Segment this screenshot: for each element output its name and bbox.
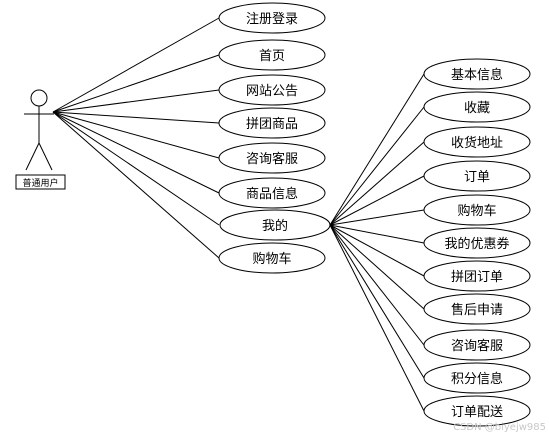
association-line [329,209,425,226]
association-line [329,224,425,277]
left-use-case: 咨询客服 [218,142,326,174]
left-use-case: 购物车 [218,242,326,274]
association-line [52,111,220,159]
association-line [329,141,425,226]
actor-figure [15,89,66,190]
use-case-label: 拼团订单 [451,270,503,285]
association-line [52,54,220,113]
use-case-label: 首页 [259,49,285,64]
use-case-label: 购物车 [252,251,291,267]
left-use-case: 注册登录 [218,2,326,34]
use-case-label: 咨询客服 [451,338,503,354]
mine-use-case: 售后申请 [423,293,531,325]
association-line [52,17,220,113]
association-line [329,106,425,226]
mine-use-case: 我的优惠券 [423,227,531,259]
actor-left-leg [25,142,40,171]
association-line [52,89,220,113]
use-case-label: 商品信息 [246,186,298,202]
association-line [52,111,220,124]
mine-use-case: 收藏 [423,91,531,123]
use-case-label: 售后申请 [451,302,503,318]
actor-label: 普通用户 [22,177,58,189]
watermark: CSDN @biyejw985 [453,422,546,433]
association-line [329,175,425,226]
association-line [329,224,425,379]
left-use-case: 网站公告 [218,74,326,106]
left-use-case: 首页 [218,39,326,71]
use-case-label: 购物车 [457,203,496,219]
mine-use-case: 购物车 [423,194,531,226]
use-case-label: 我的 [262,218,288,234]
use-case-label: 积分信息 [451,371,503,387]
use-case-label: 基本信息 [451,67,503,83]
mine-use-case: 收货地址 [423,126,531,158]
left-use-case: 我的 [219,209,331,241]
actor-associations [52,17,220,259]
use-case-label: 收藏 [464,101,490,116]
left-use-case: 商品信息 [218,177,326,209]
association-line [329,224,425,244]
use-case-label: 订单配送 [451,405,503,420]
actor-head [30,89,48,107]
mine-use-case: 订单配送 [423,395,531,427]
association-line [329,224,425,310]
use-case-label: 咨询客服 [246,151,298,167]
mine-use-case: 积分信息 [423,362,531,394]
use-case-label: 注册登录 [246,12,298,27]
mine-associations [329,73,425,412]
association-line [329,73,425,226]
mine-use-case: 咨询客服 [423,329,531,361]
association-line [52,111,220,194]
association-line [329,224,425,346]
use-case-label: 网站公告 [246,84,298,99]
actor-right-leg [38,142,53,171]
use-case-label: 订单 [464,170,490,185]
use-case-label: 收货地址 [451,135,503,151]
association-line [329,224,425,412]
mine-use-case: 拼团订单 [423,260,531,292]
actor-label-box [15,174,66,190]
association-line [52,111,220,259]
left-use-case: 拼团商品 [218,107,326,139]
mine-use-case: 基本信息 [423,58,531,90]
association-line [52,111,220,226]
use-case-label: 我的优惠券 [444,236,509,252]
use-case-label: 拼团商品 [246,117,298,132]
mine-use-case: 订单 [423,160,531,192]
